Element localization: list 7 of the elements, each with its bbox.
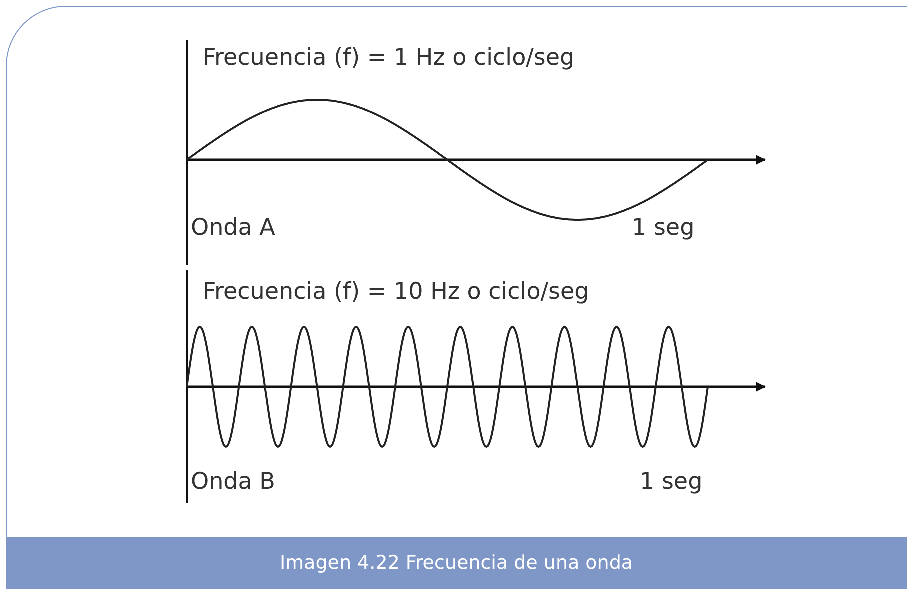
time-label: 1 seg	[632, 214, 695, 242]
frequency-label: Frecuencia (f) = 1 Hz o ciclo/seg	[203, 44, 575, 72]
time-label: 1 seg	[640, 468, 703, 496]
caption: Imagen 4.22 Frecuencia de una onda	[6, 537, 907, 589]
frequency-label: Frecuencia (f) = 10 Hz o ciclo/seg	[203, 278, 590, 306]
wave-name: Onda B	[191, 468, 276, 496]
wave-name: Onda A	[191, 214, 276, 242]
